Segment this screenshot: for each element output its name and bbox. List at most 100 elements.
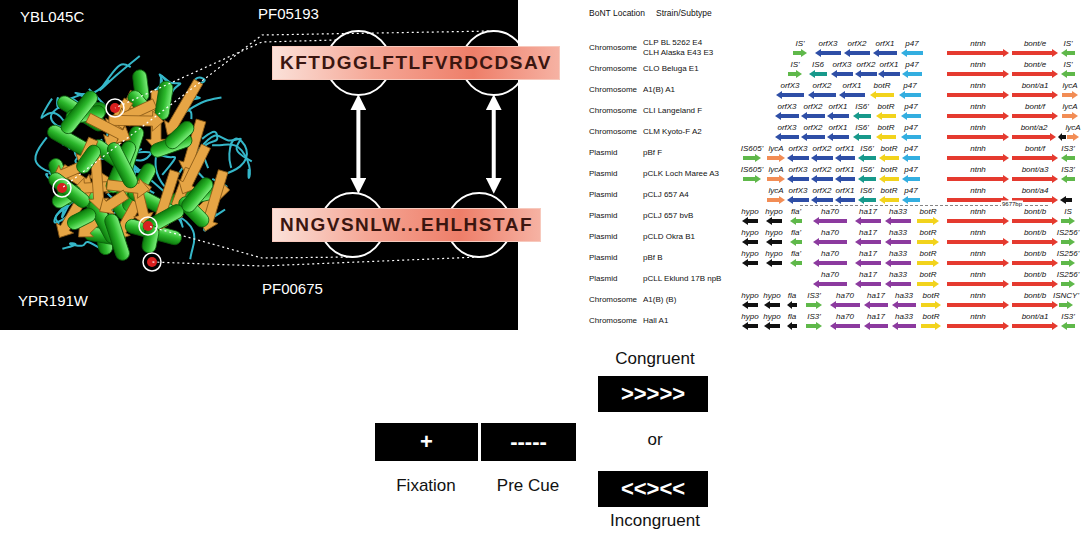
leader-line — [152, 257, 479, 266]
gene-arrow — [827, 133, 849, 141]
gene-arrow — [879, 196, 899, 204]
gene-label: IS256' — [1057, 249, 1079, 258]
gene-label: botR — [874, 81, 891, 90]
gene-label: botR — [920, 207, 937, 216]
location-label: Plasmid — [589, 274, 617, 283]
gene-arrow — [1012, 217, 1058, 225]
gene-label: lycA — [768, 165, 783, 174]
gene-label: orfX3 — [788, 144, 807, 153]
gene-arrow — [1058, 133, 1066, 141]
gene-label: botR — [881, 144, 898, 153]
gene-label: ha70 — [821, 249, 839, 258]
gene-arrow — [947, 217, 1009, 225]
gene-label: hypo — [741, 291, 758, 300]
gene-arrow — [811, 196, 833, 204]
location-label: Chromosome — [589, 127, 637, 136]
gene-arrow — [885, 259, 911, 267]
gene-arrow — [899, 91, 921, 99]
location-label: Chromosome — [589, 106, 637, 115]
gene-label: lycA — [768, 186, 783, 195]
gene-arrow — [787, 301, 797, 309]
gene-label: bont/a3 — [1022, 165, 1049, 174]
connector-word: or — [647, 430, 662, 450]
gene-label: ntnh — [970, 144, 986, 153]
gene-arrow — [864, 322, 888, 330]
gene-arrow — [878, 70, 900, 78]
gene-label: IS6' — [860, 144, 874, 153]
gene-arrow — [766, 217, 782, 225]
gene-label: ntnh — [970, 123, 986, 132]
gene-arrow — [947, 112, 1009, 120]
gene-arrow — [766, 238, 782, 246]
gene-label: ha33 — [895, 312, 913, 321]
gene-arrow — [1012, 322, 1058, 330]
gene-label: orfX2 — [812, 165, 831, 174]
site-ring — [139, 217, 157, 235]
gene-label: ha33 — [889, 270, 907, 279]
gene-label: bont/b — [1024, 249, 1046, 258]
gene-arrow — [885, 238, 911, 246]
gene-label: p47 — [904, 186, 917, 195]
gene-label: bont/a4 — [1022, 186, 1049, 195]
gene-arrow — [1061, 217, 1075, 225]
helix — [141, 202, 187, 236]
gene-label: ha70 — [836, 291, 854, 300]
location-label: Chromosome — [589, 64, 637, 73]
gene-arrow — [844, 49, 870, 57]
gene-arrow — [855, 280, 881, 288]
location-label: Chromosome — [589, 316, 637, 325]
gene-arrow — [764, 322, 780, 330]
column-header: BoNT Location — [589, 9, 645, 19]
location-label: Plasmid — [589, 253, 617, 262]
gene-label: ha33 — [889, 249, 907, 258]
gene-arrow — [917, 259, 939, 267]
gene-label: ntnh — [970, 186, 986, 195]
gene-label: IS' — [795, 39, 804, 48]
gene-label: orfX1 — [828, 102, 847, 111]
gene-arrow — [1012, 154, 1058, 162]
gene-arrow — [1062, 91, 1078, 99]
strain-label: pCLJ 657 A4 — [643, 190, 689, 199]
gene-arrow — [855, 217, 881, 225]
phase-label: Pre Cue — [497, 476, 559, 496]
helix — [65, 206, 98, 232]
gene-label: hypo — [763, 312, 780, 321]
gene-label: orfX2 — [812, 186, 831, 195]
strain-label: CLP BL 5262 E4 — [643, 38, 702, 47]
gene-label: fla' — [791, 249, 801, 258]
gene-label: ha17 — [867, 312, 885, 321]
gene-arrow — [892, 301, 916, 309]
gene-arrow — [767, 154, 785, 162]
gene-arrow — [767, 175, 785, 183]
location-label: Plasmid — [589, 169, 617, 178]
gene-arrow — [764, 301, 780, 309]
gene-arrow — [853, 133, 871, 141]
gene-arrow — [1061, 175, 1075, 183]
gene-label: IS605' — [741, 144, 763, 153]
gene-label: ntnh — [970, 39, 986, 48]
location-label: Plasmid — [589, 211, 617, 220]
gene-label: orfX2 — [812, 144, 831, 153]
gene-arrow — [921, 301, 941, 309]
gene-arrow — [917, 280, 939, 288]
gene-arrow — [790, 259, 802, 267]
gene-label: orfX1 — [835, 144, 854, 153]
gene-arrow — [879, 175, 899, 183]
gene-label: IS3' — [807, 291, 821, 300]
gene-label: orfX2 — [856, 60, 875, 69]
gene-label: fla' — [791, 228, 801, 237]
helix — [58, 88, 100, 136]
gene-arrow — [876, 112, 896, 120]
gene-arrow — [947, 175, 1009, 183]
gene-label: p47 — [905, 60, 918, 69]
node-text: KFTDGGLFTLFVRDCDSAV — [280, 52, 552, 74]
gene-label: botR — [878, 123, 895, 132]
gene-arrow — [1061, 154, 1075, 162]
gene-label: hypo — [741, 249, 758, 258]
gene-label: orfX2 — [812, 81, 831, 90]
gene-label: ntnh — [970, 102, 986, 111]
gene-label: IS3' — [1061, 144, 1075, 153]
gene-label: bont/b — [1024, 207, 1046, 216]
gene-arrow — [1067, 133, 1079, 141]
